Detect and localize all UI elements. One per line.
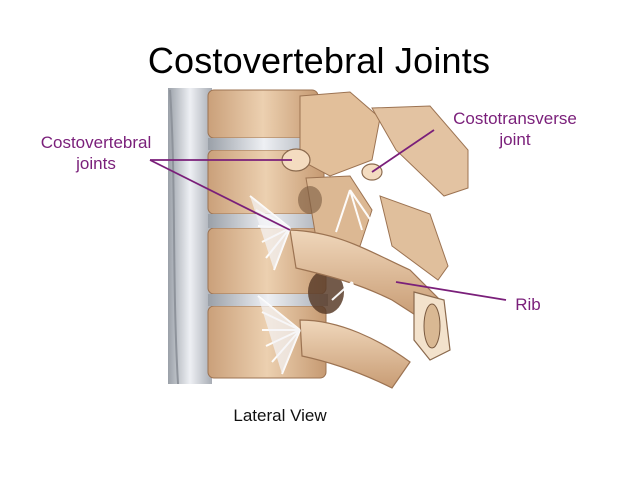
rib-label: Rib — [515, 295, 541, 314]
ribs — [289, 229, 451, 389]
intervertebral-discs — [208, 138, 328, 306]
leader-costovertebral-lower — [149, 159, 291, 231]
leader-costotransverse — [371, 129, 435, 173]
transverse-processes — [371, 105, 469, 281]
pedicles — [299, 91, 381, 251]
costovertebral-label-line2: joints — [76, 154, 116, 173]
costotransverse-label-line2: joint — [499, 130, 531, 149]
costotransverse-joint-label: Costotransverse joint — [430, 108, 600, 150]
slide-title: Costovertebral Joints — [147, 40, 491, 81]
view-caption: Lateral View — [233, 406, 327, 425]
costovertebral-label-line1: Costovertebral — [40, 133, 152, 152]
costotransverse-label-line1: Costotransverse — [453, 109, 577, 128]
anterior-ligament — [168, 88, 212, 385]
intervertebral-foramina — [298, 186, 344, 314]
leader-lines — [149, 129, 507, 301]
costovertebral-joints-label: Costovertebral joints — [26, 132, 166, 174]
leader-rib — [395, 281, 507, 301]
